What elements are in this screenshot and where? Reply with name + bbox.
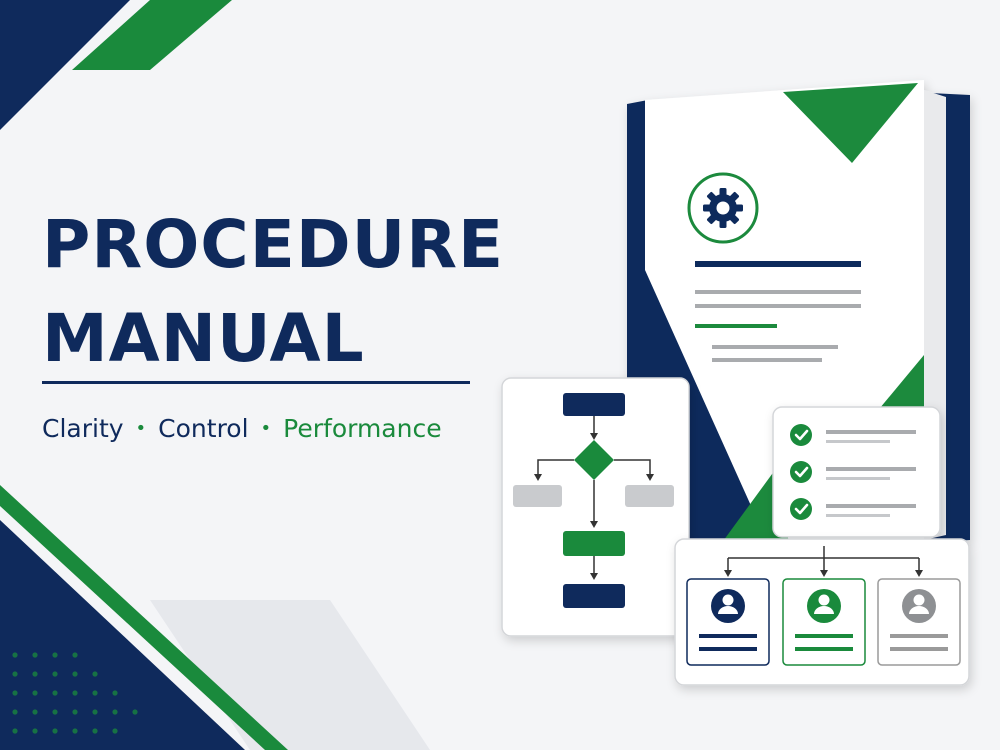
- title-line-1: PROCEDURE: [42, 206, 505, 283]
- org-chart-person-box: [877, 578, 961, 666]
- title-line-2: MANUAL: [42, 300, 365, 377]
- cover-text-line: [695, 304, 861, 308]
- flowchart-icon: [513, 393, 674, 608]
- title-underline: [42, 381, 470, 384]
- user-avatar-icon: [902, 589, 936, 623]
- checkmark-icon: [790, 498, 812, 520]
- bottom-left-navy-triangle: [0, 520, 245, 750]
- checklist-item: [790, 461, 916, 483]
- cover-text-line: [695, 290, 861, 294]
- checkmark-icon: [790, 424, 812, 446]
- dot-pattern: [12, 652, 138, 734]
- bottom-left-light-panel: [150, 600, 430, 750]
- checklist-item: [790, 424, 916, 446]
- flowchart-card: [501, 377, 690, 637]
- top-left-green-stripe: [72, 0, 232, 70]
- org-chart-person-box: [782, 578, 866, 666]
- tagline: Clarity • Control • Performance: [42, 414, 442, 447]
- cover-accent-line: [695, 324, 777, 328]
- cover-text-line: [712, 358, 822, 362]
- user-avatar-icon: [711, 589, 745, 623]
- cover-bottom-green-corner: [718, 470, 790, 548]
- user-avatar-icon: [807, 589, 841, 623]
- tagline-separator: •: [135, 418, 147, 439]
- tagline-word-control: Control: [158, 414, 249, 443]
- gear-icon: [703, 188, 743, 228]
- checkmark-icon: [790, 461, 812, 483]
- cover-bottom-green-triangle: [870, 355, 924, 420]
- flowchart-card-frame: [501, 377, 690, 637]
- bottom-left-green-stripe: [0, 485, 288, 750]
- cover-text-line: [712, 345, 838, 349]
- org-chart-person-box: [686, 578, 770, 666]
- cover-top-green-triangle: [783, 83, 918, 163]
- org-chart-card: [674, 538, 970, 686]
- org-chart-connectors: [727, 546, 920, 572]
- tagline-separator: •: [260, 418, 272, 439]
- checklist-item: [790, 498, 916, 520]
- tagline-word-performance: Performance: [283, 414, 442, 443]
- checklist-card: [772, 406, 941, 538]
- cover-title-bar: [695, 261, 861, 267]
- tagline-word-clarity: Clarity: [42, 414, 124, 443]
- top-left-navy-triangle: [0, 0, 130, 130]
